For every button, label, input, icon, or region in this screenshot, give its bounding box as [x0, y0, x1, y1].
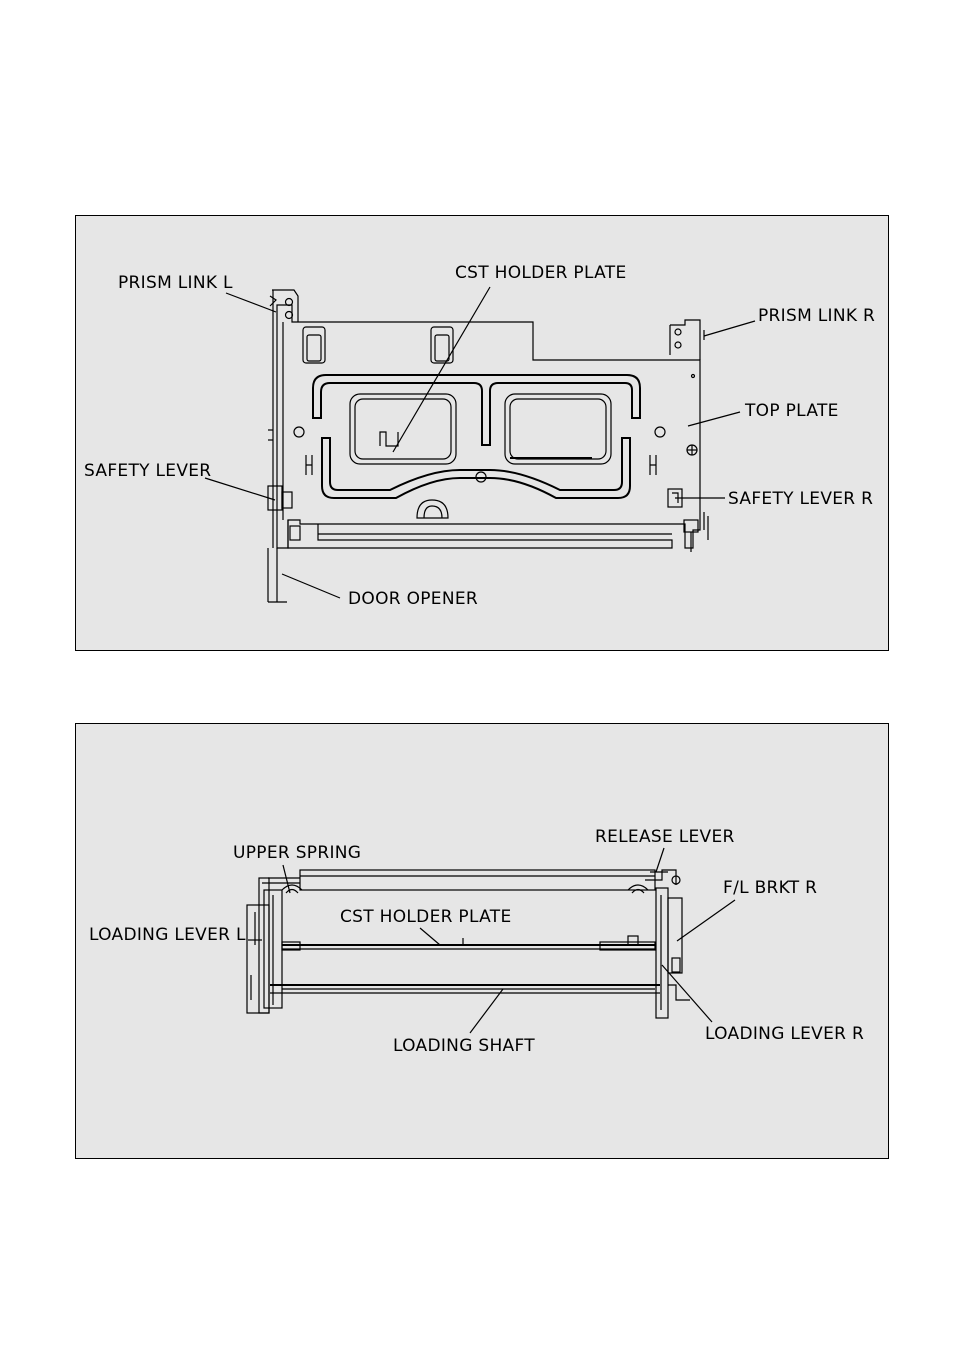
label-prism-link-l: PRISM LINK L — [118, 273, 233, 293]
label-f-l-brkt-r: F/L BRKT R — [723, 878, 817, 898]
label-release-lever: RELEASE LEVER — [595, 827, 735, 847]
label-loading-lever-l: LOADING LEVER L — [89, 925, 246, 945]
label-safety-lever: SAFETY LEVER — [84, 461, 211, 481]
top-view-leader-lines — [205, 287, 755, 598]
label-prism-link-r: PRISM LINK R — [758, 306, 875, 326]
label-top-plate: TOP PLATE — [744, 401, 839, 421]
label-cst-holder-plate-top: CST HOLDER PLATE — [455, 263, 626, 283]
label-loading-shaft: LOADING SHAFT — [393, 1036, 535, 1056]
top-view-mechanism — [268, 290, 708, 602]
label-loading-lever-r: LOADING LEVER R — [705, 1024, 864, 1044]
label-safety-lever-r: SAFETY LEVER R — [728, 489, 873, 509]
top-plate-outline — [277, 305, 700, 548]
reinforcement-rib — [313, 375, 640, 445]
label-door-opener: DOOR OPENER — [348, 589, 478, 609]
label-upper-spring: UPPER SPRING — [233, 843, 361, 863]
front-view-mechanism — [247, 870, 690, 1018]
label-cst-holder-plate-front: CST HOLDER PLATE — [340, 907, 511, 927]
